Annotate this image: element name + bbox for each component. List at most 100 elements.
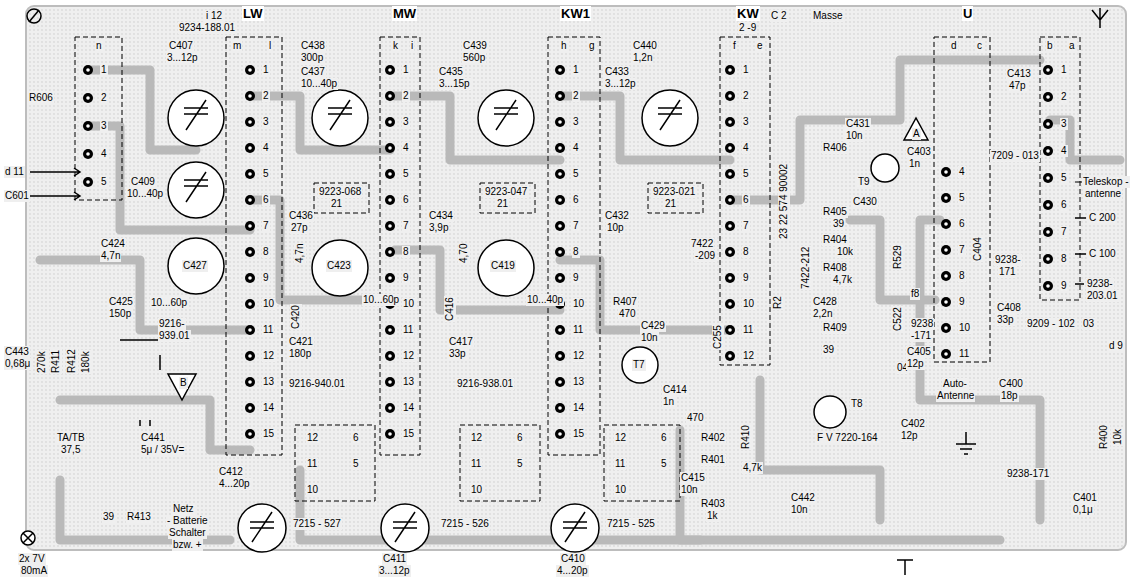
pin-number: 15	[262, 428, 275, 440]
solder-pad	[725, 91, 735, 101]
pcb-graphic	[956, 432, 976, 454]
part-label: 9216-938.01	[456, 378, 514, 390]
pad-hole	[248, 328, 252, 332]
pin-number: 7	[958, 244, 966, 256]
solder-pad	[245, 273, 255, 283]
pad-hole	[558, 276, 562, 280]
pin-number: 9	[1060, 280, 1068, 292]
pin-number: 4	[262, 142, 270, 154]
pad-hole	[248, 354, 252, 358]
part-label: 39	[832, 218, 845, 230]
pad-hole	[1046, 257, 1050, 261]
solder-pad	[385, 325, 395, 335]
solder-pad	[245, 195, 255, 205]
part-label: f8	[910, 288, 920, 300]
solder-pad	[555, 117, 565, 127]
part-label: 2x 7V	[18, 553, 46, 565]
part-label: 4,7n	[294, 243, 306, 264]
part-label: 270k	[36, 350, 48, 374]
pcb-graphic	[563, 512, 587, 542]
pcb-graphic	[226, 37, 282, 455]
part-label: C440	[632, 40, 658, 52]
solder-pad	[941, 323, 951, 333]
solder-pad	[941, 219, 951, 229]
part-label: R402	[700, 432, 726, 444]
solder-pad	[725, 351, 735, 361]
pin-number: 1	[100, 64, 108, 76]
part-label: antenne	[1084, 188, 1122, 200]
part-label: f	[732, 40, 737, 52]
solder-pad	[941, 297, 951, 307]
solder-pad	[1043, 92, 1053, 102]
pin-number: 7	[742, 220, 750, 232]
pad-hole	[558, 380, 562, 384]
pin-number: 8	[742, 246, 750, 258]
part-label: 9223-021	[652, 186, 696, 198]
solder-pad	[1043, 173, 1053, 183]
part-label: 12	[614, 432, 627, 444]
solder-pad	[385, 429, 395, 439]
part-label: 21	[330, 198, 343, 210]
part-label: 23 22 574 90002	[778, 163, 790, 240]
solder-pad	[385, 195, 395, 205]
pcb-graphic	[897, 560, 913, 575]
pin-number: 12	[262, 350, 275, 362]
solder-pad	[941, 167, 951, 177]
part-label: C407	[168, 40, 194, 52]
part-label: i	[410, 40, 414, 52]
pin-number: 5	[572, 168, 580, 180]
pcb-graphic	[23, 533, 33, 543]
pcb-graphic	[27, 9, 41, 23]
part-label: C405	[906, 346, 932, 358]
pin-number: 7	[1060, 226, 1068, 238]
pad-hole	[388, 198, 392, 202]
pcb-graphic	[551, 504, 599, 552]
part-label: C441	[140, 432, 166, 444]
part-label: R410	[740, 424, 752, 450]
part-label: C400	[998, 378, 1024, 390]
part-label: T8	[850, 398, 864, 410]
pin-number: 10	[572, 298, 585, 310]
pin-number: 9	[572, 272, 580, 284]
pin-number: 2	[742, 90, 750, 102]
part-label: 37,5	[60, 444, 81, 456]
part-label: F V 7220-164	[816, 432, 879, 444]
solder-pad	[555, 429, 565, 439]
pcb-graphic	[548, 37, 600, 455]
pin-number: 5	[402, 168, 410, 180]
part-label: 9238-	[994, 254, 1022, 266]
pin-number: 2	[402, 90, 410, 102]
solder-pad	[83, 149, 93, 159]
part-label: R412	[66, 348, 78, 374]
pad-hole	[388, 380, 392, 384]
pcb-graphic	[140, 420, 150, 426]
pin-number: 1	[262, 64, 270, 76]
part-label: 12p	[906, 358, 925, 370]
pcb-graphic	[814, 396, 846, 428]
module-outlines	[75, 37, 1080, 501]
part-label: R400	[1098, 424, 1110, 450]
pcb-graphic	[720, 37, 770, 365]
pad-hole	[248, 120, 252, 124]
pad-hole	[388, 224, 392, 228]
part-label: 9234-188.01	[178, 22, 236, 34]
part-label: 1,2n	[632, 52, 653, 64]
part-label: TA/TB	[56, 432, 86, 444]
solder-pad	[245, 169, 255, 179]
solder-pad	[555, 247, 565, 257]
part-label: C413	[1006, 68, 1032, 80]
part-label: m	[232, 40, 242, 52]
part-label: C442	[790, 492, 816, 504]
part-label: 180k	[80, 350, 92, 374]
part-label: -209	[694, 250, 716, 262]
board-outline	[26, 6, 1126, 550]
part-label: 7215 - 526	[440, 518, 490, 530]
pad-hole	[728, 94, 732, 98]
part-label: 47p	[1008, 80, 1027, 92]
pin-number: 10	[958, 322, 971, 334]
part-label: T9	[857, 176, 871, 188]
pin-number: 4	[572, 142, 580, 154]
pcb-graphic	[478, 90, 534, 146]
pad-hole	[388, 68, 392, 72]
part-label: 10k	[836, 246, 854, 258]
